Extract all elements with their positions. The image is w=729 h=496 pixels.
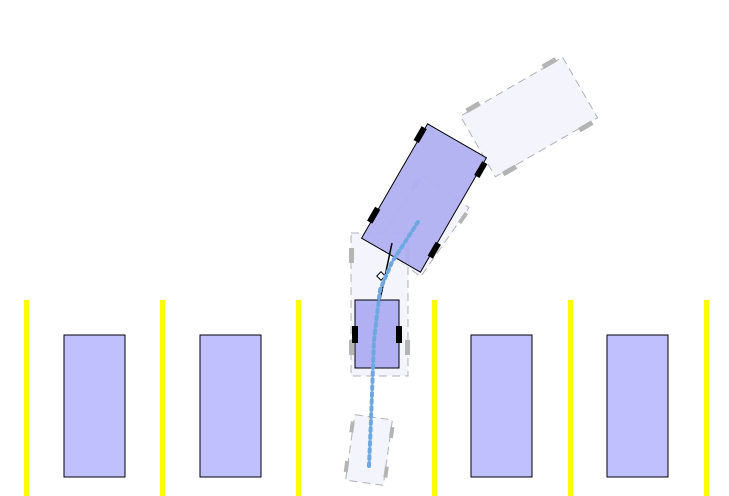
ghost-wheel-icon	[457, 211, 469, 225]
wheel-icon	[474, 161, 488, 179]
ghost-wheel-icon	[405, 340, 410, 355]
tractor-wheels	[367, 126, 488, 259]
parked-car	[63, 334, 126, 478]
parking-line	[704, 300, 709, 496]
parking-lines	[24, 300, 709, 496]
ghost-wheel-icon	[343, 460, 350, 473]
parking-line	[160, 300, 165, 496]
ghost-wheel-icon	[578, 120, 594, 133]
tractor-body	[360, 123, 488, 273]
wheel-icon	[352, 326, 358, 343]
ghost-body	[459, 56, 599, 178]
ghost-wheel-icon	[349, 248, 354, 263]
ghost-wheel-icon	[349, 340, 354, 355]
parking-line	[432, 300, 437, 496]
trailer-wheels	[352, 326, 402, 343]
vehicle-tractor	[360, 123, 488, 273]
ghost-wheel-icon	[465, 101, 481, 114]
wheel-icon	[396, 326, 402, 343]
ghost-wheel-icon	[501, 164, 518, 177]
ghost-wheel-icon	[383, 466, 389, 478]
wheel-icon	[367, 206, 381, 224]
ghost-wheel-icon	[349, 421, 355, 433]
parking-line	[568, 300, 573, 496]
ghost-wheels	[343, 421, 395, 478]
parked-car	[606, 334, 669, 478]
parked-cars	[63, 334, 669, 478]
ghost-wheel-icon	[388, 426, 395, 439]
wheel-icon	[427, 241, 441, 259]
ghost-wheels	[465, 57, 594, 177]
parked-car	[199, 334, 262, 478]
parking-line	[296, 300, 301, 496]
parked-car	[470, 334, 533, 478]
wheel-icon	[413, 126, 427, 144]
planned-path	[367, 220, 420, 468]
parking-line	[24, 300, 29, 496]
ghost-tractor-far	[459, 56, 599, 178]
ghost-wheel-icon	[541, 57, 558, 70]
